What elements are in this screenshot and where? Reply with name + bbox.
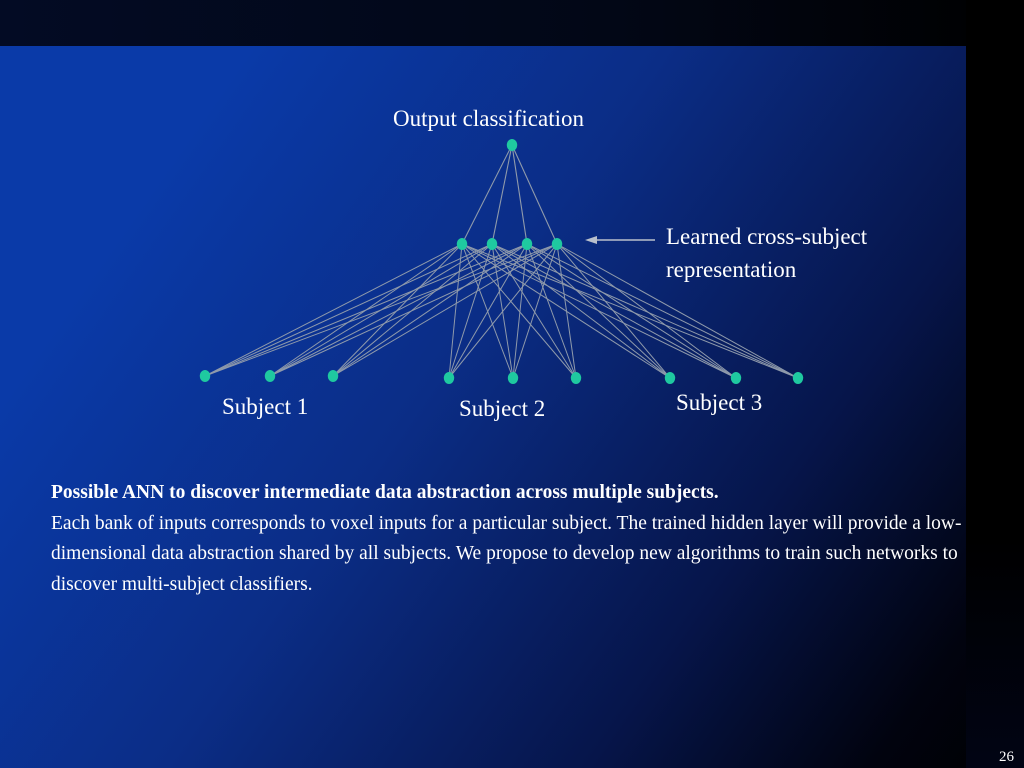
- input-edge-s3-i3-h3: [526, 243, 799, 379]
- input-edge-s1-i1-h1: [204, 243, 463, 377]
- output-edge-3: [511, 144, 528, 245]
- description-bold-lead: Possible ANN to discover intermediate da…: [51, 482, 719, 503]
- hidden-node-3: [521, 238, 533, 250]
- network-nodes: [199, 139, 804, 384]
- description-text: Possible ANN to discover intermediate da…: [51, 478, 971, 600]
- input-edge-s2-i1-h2: [448, 243, 493, 379]
- arrow-head-icon: [585, 236, 597, 244]
- input-edge-s2-i2-h1: [461, 243, 514, 379]
- title-band: [0, 0, 1024, 46]
- subject-3-label: Subject 3: [676, 390, 763, 415]
- input-edge-s3-i2-h3: [526, 243, 737, 379]
- input-node-subject1-3: [327, 370, 339, 382]
- input-node-subject3-2: [730, 372, 742, 384]
- input-edge-s1-i3-h2: [332, 243, 493, 377]
- input-edge-s2-i3-h1: [461, 243, 577, 379]
- output-edge-2: [491, 144, 513, 245]
- input-node-subject3-1: [664, 372, 676, 384]
- input-edge-s3-i2-h4: [556, 243, 737, 379]
- subject-1-label: Subject 1: [222, 394, 309, 419]
- output-node: [506, 139, 518, 151]
- subject-2-label: Subject 2: [459, 396, 546, 421]
- hidden-layer-label: Learned cross-subject representation: [666, 220, 867, 286]
- hidden-layer-label-line2: representation: [666, 257, 797, 282]
- input-edge-s2-i2-h2: [491, 243, 514, 379]
- input-node-subject1-1: [199, 370, 211, 382]
- input-edge-s2-i3-h3: [526, 243, 577, 379]
- output-edges: [461, 144, 558, 245]
- description-body: Each bank of inputs corresponds to voxel…: [51, 512, 962, 595]
- input-edge-s3-i3-h1: [461, 243, 799, 379]
- input-node-subject2-1: [443, 372, 455, 384]
- hidden-layer-label-line1: Learned cross-subject: [666, 224, 868, 249]
- page-number: 26: [999, 749, 1014, 765]
- input-edge-s1-i2-h1: [269, 243, 463, 377]
- input-edge-s1-i2-h4: [269, 243, 558, 377]
- right-edge-band: [966, 0, 1024, 768]
- hidden-layer-arrow: [585, 236, 655, 244]
- input-edge-s1-i2-h3: [269, 243, 528, 377]
- input-edge-s2-i1-h1: [448, 243, 463, 379]
- input-edge-s1-i2-h2: [269, 243, 493, 377]
- input-edges: [204, 243, 799, 379]
- output-classification-label: Output classification: [393, 106, 584, 131]
- input-node-subject2-2: [507, 372, 519, 384]
- input-edge-s1-i3-h1: [332, 243, 463, 377]
- input-edge-s3-i3-h4: [556, 243, 799, 379]
- input-node-subject2-3: [570, 372, 582, 384]
- input-edge-s3-i1-h1: [461, 243, 671, 379]
- output-edge-1: [461, 144, 513, 245]
- input-edge-s1-i3-h3: [332, 243, 528, 377]
- input-edge-s2-i2-h4: [512, 243, 558, 379]
- input-node-subject3-3: [792, 372, 804, 384]
- input-edge-s1-i3-h4: [332, 243, 558, 377]
- hidden-node-1: [456, 238, 468, 250]
- input-edge-s1-i1-h2: [204, 243, 493, 377]
- input-edge-s2-i2-h3: [512, 243, 528, 379]
- input-edge-s3-i2-h1: [461, 243, 737, 379]
- input-edge-s3-i3-h2: [491, 243, 799, 379]
- input-node-subject1-2: [264, 370, 276, 382]
- input-edge-s2-i3-h2: [491, 243, 577, 379]
- input-edge-s3-i2-h2: [491, 243, 737, 379]
- output-edge-4: [511, 144, 558, 245]
- hidden-node-2: [486, 238, 498, 250]
- input-edge-s3-i1-h2: [491, 243, 671, 379]
- hidden-node-4: [551, 238, 563, 250]
